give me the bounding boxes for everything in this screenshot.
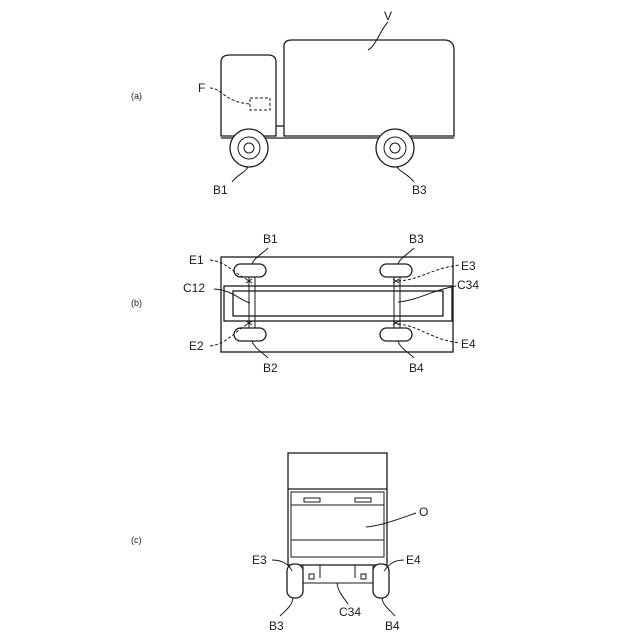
label-c34-c: C34: [339, 605, 361, 619]
label-b1-b: B1: [263, 232, 278, 246]
label-v-leader: [368, 22, 388, 50]
panel-b: (b) B1 B3 B2 B4 E1 E2 E3 E4: [131, 232, 479, 375]
label-e3-c: E3: [252, 553, 267, 567]
label-c34: C34: [457, 278, 479, 292]
label-b3-b-leader: [398, 248, 414, 264]
label-o-leader: [366, 513, 416, 527]
label-c34-c-leader: [337, 583, 348, 604]
rear-body: [288, 453, 387, 565]
frame-f-box: [250, 98, 270, 110]
cargo-box: [284, 40, 454, 136]
label-e4: E4: [461, 337, 476, 351]
label-b4-leader: [398, 341, 414, 358]
label-c12: C12: [183, 281, 205, 295]
label-b1-leader: [232, 167, 248, 182]
label-b3-a: B3: [412, 183, 427, 197]
front-wheel: [230, 129, 268, 167]
sensor-e3-c: [309, 574, 314, 579]
panel-c-tag: (c): [131, 535, 142, 545]
label-b3-b: B3: [409, 232, 424, 246]
label-b4-c-leader: [382, 598, 395, 616]
cab: [221, 55, 276, 136]
label-b2-leader: [252, 341, 268, 358]
panel-a: (a) F V B1 B3: [131, 9, 454, 197]
label-b1-b-leader: [252, 248, 268, 264]
label-e2: E2: [189, 339, 204, 353]
label-c34-leader: [398, 286, 456, 302]
panel-c: (c) O E3 E4 B3 B4 C34: [131, 453, 428, 633]
rear-lamp-right: [355, 498, 371, 502]
sensor-e4-c: [361, 574, 366, 579]
frame-f-leader: [210, 88, 250, 104]
wheel-b1: [234, 264, 266, 277]
label-o: O: [419, 505, 428, 519]
label-b4-c: B4: [385, 619, 400, 633]
label-b2: B2: [263, 361, 278, 375]
wheel-b2: [234, 328, 266, 341]
wheel-b4: [380, 328, 412, 341]
rear-wheel: [376, 129, 414, 167]
label-e1: E1: [189, 253, 204, 267]
panel-a-tag: (a): [131, 91, 142, 101]
label-b3-leader: [397, 167, 414, 182]
label-b3-c-leader: [280, 598, 293, 616]
label-e3: E3: [461, 259, 476, 273]
label-v: V: [384, 9, 392, 23]
label-b3-c: B3: [269, 619, 284, 633]
panel-b-tag: (b): [131, 298, 142, 308]
label-e4-c: E4: [406, 553, 421, 567]
central-frame-inner: [233, 291, 443, 316]
label-b1-a: B1: [213, 183, 228, 197]
label-f: F: [198, 81, 205, 95]
rear-lamp-left: [304, 498, 320, 502]
label-b4: B4: [409, 361, 424, 375]
wheel-b3-c: [287, 564, 303, 598]
wheel-b4-c: [373, 564, 389, 598]
wheel-b3: [380, 264, 412, 277]
